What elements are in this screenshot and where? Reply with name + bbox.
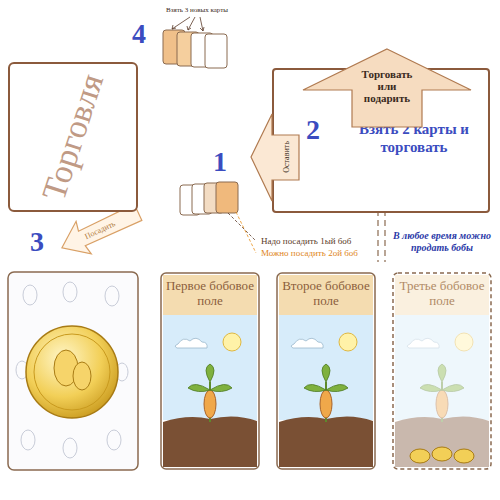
trade-area: Взять 2 карты и торговатьТорговать или п… [272, 68, 490, 213]
pointer-arrows [172, 25, 176, 29]
sun [223, 333, 241, 351]
field-card: Третье бобовое поле [392, 272, 492, 470]
soil [163, 416, 257, 467]
bean [320, 390, 332, 418]
field-scene [392, 272, 492, 470]
bean [204, 390, 216, 418]
callout-number: 1 [213, 146, 227, 178]
pointer-arrows [200, 17, 203, 31]
sun [339, 333, 357, 351]
leaves [188, 364, 232, 392]
leader-lines [228, 212, 256, 253]
field-card: Первое бобовое поле [160, 272, 260, 470]
sky [279, 315, 373, 420]
arrow-outline [251, 114, 299, 201]
leaves [304, 364, 348, 392]
note: Надо посадить 1ый боб [261, 236, 351, 246]
callout-number: 3 [30, 226, 44, 258]
leader-lines [228, 213, 256, 241]
new-cards [205, 34, 227, 68]
soil [279, 416, 373, 467]
left-arrow [250, 110, 300, 205]
arrow-shape: Торговать или подарить [302, 48, 472, 128]
cloud [407, 338, 439, 348]
leaves [420, 364, 464, 392]
coin-card [73, 362, 91, 390]
card-border [393, 273, 491, 469]
cloud [175, 338, 207, 348]
coin [410, 449, 430, 463]
bean [436, 390, 448, 418]
arrow-text: Торговать или подарить [354, 68, 420, 104]
pointer-arrows [188, 17, 195, 30]
coin-card [107, 430, 121, 450]
arrow-shape: Оставить [250, 110, 300, 205]
card-border [161, 273, 259, 469]
coin [432, 447, 452, 461]
coins [410, 447, 474, 463]
coin-card [34, 334, 110, 410]
callout-number: 4 [132, 18, 146, 50]
field-scene [276, 272, 376, 470]
pointer-arrows [172, 17, 204, 31]
coin-card [21, 430, 35, 450]
coin-card [8, 272, 138, 470]
pointer-arrows [172, 17, 190, 29]
new-cards [163, 30, 227, 68]
coin-card [23, 285, 37, 305]
header-band [395, 275, 489, 315]
trade-card: Торговля [8, 62, 138, 212]
card-ground [392, 272, 492, 470]
cloud [291, 338, 323, 348]
soil [395, 416, 489, 467]
pointer-arrows [187, 26, 191, 30]
field-title: Второе бобовое поле [280, 278, 372, 308]
field-scene [160, 272, 260, 470]
note: Взять 3 новых карты [166, 6, 228, 14]
sun [455, 333, 473, 351]
field-title: Третье бобовое поле [396, 278, 488, 308]
coin-card [63, 282, 77, 302]
callout-number: 2 [306, 114, 320, 146]
coin-card [105, 286, 119, 306]
arrow-outline [303, 49, 471, 127]
card-title: Торговля [35, 69, 111, 205]
card-border [277, 273, 375, 469]
header-band [279, 275, 373, 315]
hand-cards [216, 182, 238, 213]
arrow-text: Оставить [282, 141, 291, 173]
header-band [163, 275, 257, 315]
sky [163, 315, 257, 420]
card-ground [160, 272, 260, 470]
note: В любое время можно продать бобы [392, 230, 492, 254]
coin [454, 449, 474, 463]
coin-card [63, 438, 77, 458]
coin-card [26, 326, 118, 418]
field-title: Первое бобовое поле [164, 278, 256, 308]
leader-lines [236, 212, 256, 253]
hand-cards [180, 182, 238, 215]
sky [395, 315, 489, 420]
card-ground [276, 272, 376, 470]
coin-card [8, 272, 138, 470]
field-card: Второе бобовое поле [276, 272, 376, 470]
note: Можно посадить 2ой боб [261, 248, 358, 258]
pointer-arrows [200, 27, 204, 31]
coin-card [16, 282, 128, 458]
